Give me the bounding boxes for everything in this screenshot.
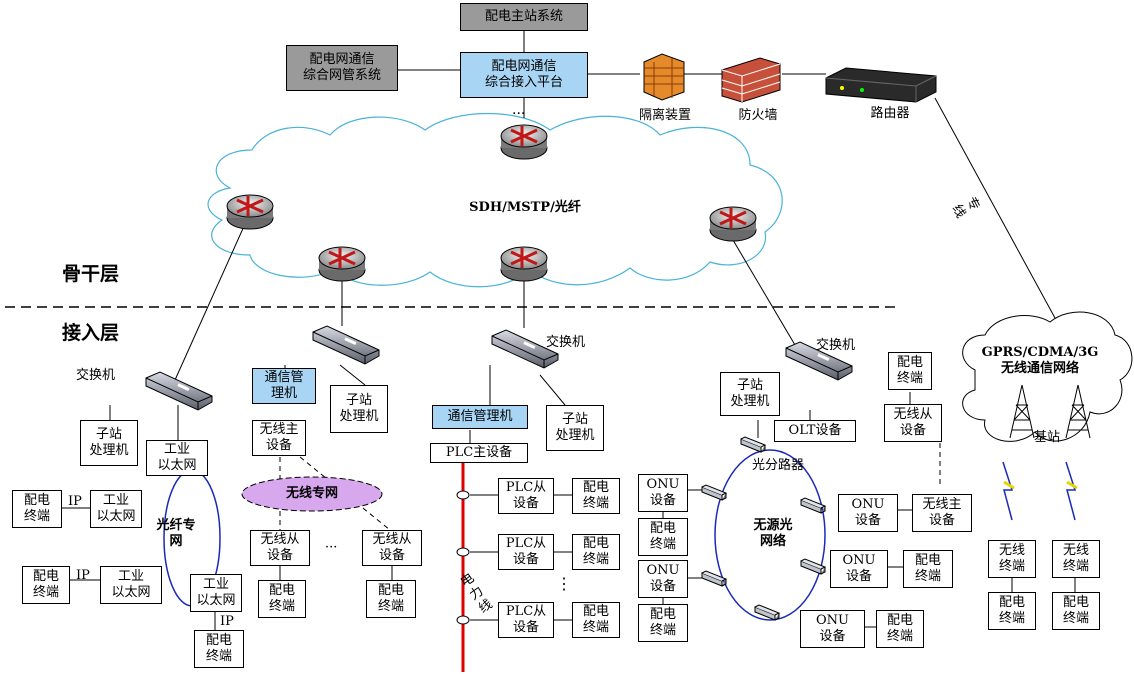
ip-label: IP <box>220 614 234 629</box>
terminal: 配电 终端 <box>1052 592 1100 630</box>
substation-processor: 子站 处理机 <box>720 372 780 416</box>
splitter-icon <box>740 436 766 453</box>
wireless-terminal: 无线 终端 <box>988 540 1036 578</box>
terminal: 配电 终端 <box>638 518 688 556</box>
industrial-ethernet: 工业 以太网 <box>90 490 142 528</box>
olt-device: OLT设备 <box>774 420 856 442</box>
wireless-master: 无线主 设备 <box>252 420 306 456</box>
terminal: 配电 终端 <box>258 580 306 618</box>
access-layer-label: 接入层 <box>62 322 120 344</box>
isolation-label: 隔离装置 <box>638 108 691 123</box>
gprs-label: GPRS/CDMA/3G 无线通信网络 <box>981 345 1099 376</box>
onu-device: ONU 设备 <box>638 560 688 598</box>
isolation-icon <box>643 53 685 101</box>
router-label: 路由器 <box>870 106 910 121</box>
router-icon <box>225 193 275 231</box>
vdots-label: ⋮ <box>556 574 572 593</box>
fiber-net-label: 光纤专 网 <box>156 518 196 549</box>
switch-label: 交换机 <box>546 335 586 350</box>
onu-icon <box>800 497 826 514</box>
terminal: 配电 终端 <box>988 592 1036 630</box>
terminal: 配电 终端 <box>572 534 620 570</box>
gprs-cloud <box>962 311 1133 442</box>
backbone-layer-label: 骨干层 <box>62 263 120 285</box>
switch-label: 交换机 <box>76 368 116 383</box>
switch-icon <box>145 371 213 411</box>
router-icon <box>708 205 758 243</box>
onu-device: ONU 设备 <box>838 494 898 532</box>
wireless-slave: 无线从 设备 <box>884 404 942 442</box>
ellipsis-label: ··· <box>325 540 338 555</box>
terminal: 配电 终端 <box>888 352 932 390</box>
firewall-label: 防火墙 <box>738 108 778 123</box>
plc-slave: PLC从 设备 <box>498 534 554 570</box>
sdh-cloud <box>207 112 783 288</box>
terminal: 配电 终端 <box>12 490 62 528</box>
splitter-label: 光分路器 <box>752 458 805 473</box>
terminal: 配电 终端 <box>876 610 924 648</box>
router-icon <box>499 123 549 161</box>
substation-processor: 子站 处理机 <box>80 420 138 466</box>
router-icon <box>499 245 549 283</box>
terminal: 配电 终端 <box>22 566 70 604</box>
substation-processor: 子站 处理机 <box>330 385 388 433</box>
onu-icon <box>800 558 826 575</box>
onu-device: ONU 设备 <box>830 550 888 588</box>
onu-device: ONU 设备 <box>800 610 865 648</box>
firewall-icon <box>721 57 781 103</box>
plc-slave: PLC从 设备 <box>498 602 554 638</box>
wireless-net <box>241 476 383 512</box>
router-device-icon <box>825 67 937 103</box>
base-station-label: 基站 <box>1034 430 1061 445</box>
passive-net-label: 无源光 网络 <box>753 518 793 549</box>
industrial-ethernet: 工业 以太网 <box>100 566 162 604</box>
switch-icon <box>312 325 380 365</box>
terminal: 配电 终端 <box>572 602 620 638</box>
wireless-net-label: 无线专网 <box>285 486 338 501</box>
substation-processor: 子站 处理机 <box>546 405 604 451</box>
onu-icon <box>701 484 727 501</box>
wireless-slave: 无线从 设备 <box>250 530 310 566</box>
terminal: 配电 终端 <box>903 550 953 588</box>
pon-ring <box>714 449 826 621</box>
terminal: 配电 终端 <box>638 604 688 642</box>
router-icon <box>317 245 367 283</box>
master-station: 配电主站系统 <box>460 3 588 31</box>
access-platform: 配电网通信 综合接入平台 <box>460 52 588 98</box>
plc-master: PLC主设备 <box>430 443 528 463</box>
wireless-terminal: 无线 终端 <box>1052 540 1100 578</box>
comm-manager: 通信管理机 <box>432 405 528 429</box>
industrial-ethernet: 工业 以太网 <box>146 440 208 476</box>
tower-icon <box>1009 384 1091 439</box>
terminal: 配电 终端 <box>366 580 416 618</box>
comm-manager: 通信管 理机 <box>252 368 316 404</box>
industrial-ethernet: 工业 以太网 <box>190 574 242 612</box>
terminal: 配电 终端 <box>572 478 620 514</box>
onu-icon <box>701 570 727 587</box>
nms-system: 配电网通信 综合网管系统 <box>286 45 398 91</box>
plc-slave: PLC从 设备 <box>498 478 554 514</box>
ip-label: IP <box>68 494 82 509</box>
switch-label: 交换机 <box>816 338 856 353</box>
ip-label: IP <box>76 568 90 583</box>
onu-device: ONU 设备 <box>638 474 688 512</box>
terminal: 配电 终端 <box>194 630 244 668</box>
dots-label: ··· <box>512 106 526 122</box>
wireless-master: 无线主 设备 <box>912 494 972 532</box>
sdh-label: SDH/MSTP/光纤 <box>469 200 581 215</box>
wireless-slave: 无线从 设备 <box>362 530 422 566</box>
